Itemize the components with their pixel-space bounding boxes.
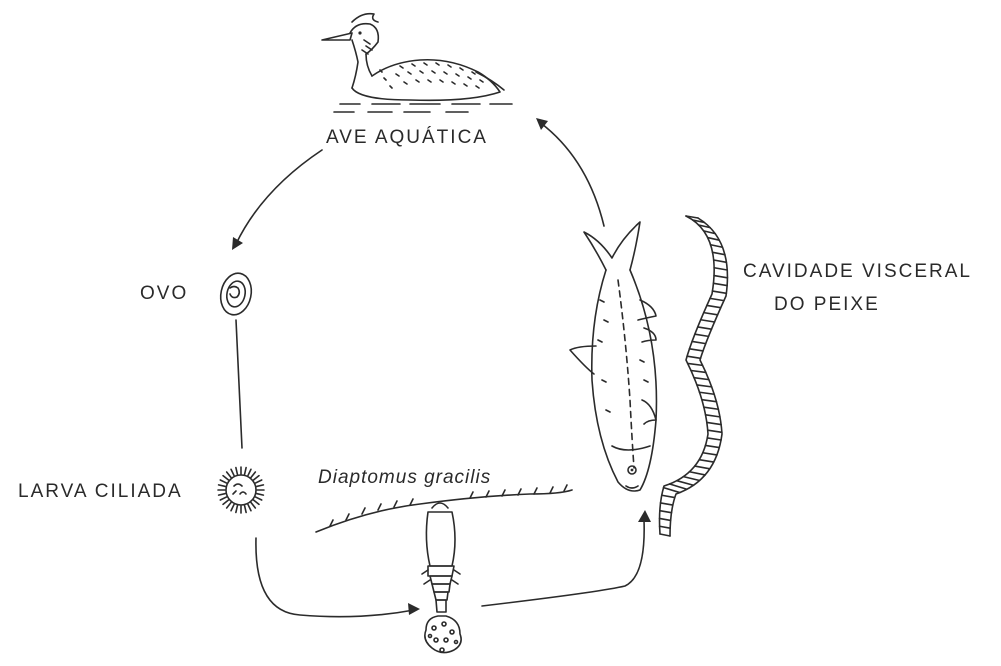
- worm-segment: [707, 305, 721, 307]
- worm-segment: [677, 481, 694, 486]
- worm-segment: [687, 356, 700, 358]
- worm-segment: [700, 392, 715, 394]
- cilium-stroke: [220, 480, 226, 483]
- antenna-hair: [378, 504, 381, 510]
- fish-icon: [570, 222, 656, 491]
- worm-segment: [706, 415, 720, 417]
- worm-icon: [660, 216, 728, 536]
- worm-segment: [689, 349, 703, 351]
- worm-segment: [712, 291, 726, 293]
- worm-segment: [714, 276, 727, 278]
- worm-segment: [710, 298, 724, 300]
- label-larva: LARVA CILIADA: [18, 482, 183, 501]
- cilium-stroke: [257, 494, 264, 496]
- worm-segment: [699, 460, 714, 462]
- worm-segment: [664, 488, 680, 493]
- worm-segment: [695, 466, 710, 469]
- cilium-stroke: [219, 485, 226, 487]
- worm-segment: [660, 526, 671, 528]
- cilium-stroke: [248, 504, 251, 510]
- worm-segment: [692, 341, 706, 343]
- cilium-stroke: [245, 468, 247, 475]
- worm-segment: [670, 484, 687, 489]
- cilium-stroke: [251, 472, 255, 477]
- cilium-stroke: [254, 500, 259, 504]
- cilium-stroke: [254, 476, 259, 480]
- worm-segment: [705, 445, 719, 447]
- egg-icon: [217, 270, 255, 317]
- label-copepod: Diaptomus gracilis: [318, 468, 491, 487]
- worm-segment: [701, 320, 715, 322]
- label-bird: AVE AQUÁTICA: [326, 128, 488, 147]
- worm-segment: [702, 400, 717, 402]
- cilium-stroke: [219, 494, 226, 496]
- worm-segment: [698, 327, 712, 329]
- worm-segment: [703, 453, 717, 455]
- antenna-hair: [410, 499, 413, 505]
- cilium-stroke: [255, 497, 261, 500]
- worm-segment: [683, 477, 699, 481]
- ciliated-larva-icon: [218, 467, 264, 513]
- worm-segment: [660, 511, 672, 513]
- worm-segment: [704, 313, 718, 315]
- antenna-hair: [346, 514, 349, 520]
- cilium-stroke: [231, 504, 234, 510]
- cilium-stroke: [245, 506, 247, 513]
- cilium-stroke: [257, 485, 264, 487]
- antenna-hair: [362, 508, 365, 514]
- antenna-hair: [470, 492, 473, 498]
- worm-segment: [707, 422, 721, 424]
- water-bird-icon: [322, 14, 512, 112]
- worm-segment: [714, 260, 727, 262]
- cycle-arrows: [232, 118, 651, 617]
- cilium-stroke: [255, 480, 261, 483]
- antenna-hair: [394, 501, 397, 507]
- cilium-stroke: [251, 503, 255, 508]
- worm-segment: [689, 472, 705, 475]
- cilium-stroke: [231, 469, 234, 475]
- worm-segment: [661, 503, 673, 505]
- copepod-icon: [316, 485, 572, 653]
- cilium-stroke: [236, 506, 238, 513]
- worm-segment: [708, 430, 722, 432]
- cilium-stroke: [227, 503, 231, 508]
- label-egg: OVO: [140, 284, 188, 303]
- worm-segment: [660, 518, 671, 520]
- cilium-stroke: [227, 472, 231, 477]
- cilium-stroke: [220, 497, 226, 500]
- worm-segment: [704, 407, 718, 409]
- antenna-hair: [550, 487, 553, 493]
- worm-segment: [697, 385, 712, 387]
- worm-segment: [713, 252, 725, 254]
- worm-segment: [713, 283, 727, 285]
- worm-segment: [711, 245, 723, 247]
- cilium-stroke: [223, 500, 228, 504]
- antenna-hair: [534, 488, 537, 494]
- cilium-stroke: [223, 476, 228, 480]
- worm-segment: [688, 363, 703, 365]
- worm-segment: [694, 378, 709, 380]
- cilium-stroke: [236, 468, 238, 475]
- worm-segment: [662, 495, 675, 497]
- worm-segment: [714, 268, 727, 270]
- worm-segment: [707, 438, 721, 440]
- label-fish-cavity-line1: CAVIDADE VISCERAL: [743, 262, 972, 281]
- worm-segment: [691, 371, 706, 373]
- worm-segment: [695, 334, 709, 336]
- antenna-hair: [564, 485, 567, 491]
- label-fish-cavity-line2: DO PEIXE: [774, 295, 880, 314]
- cilium-stroke: [248, 469, 251, 475]
